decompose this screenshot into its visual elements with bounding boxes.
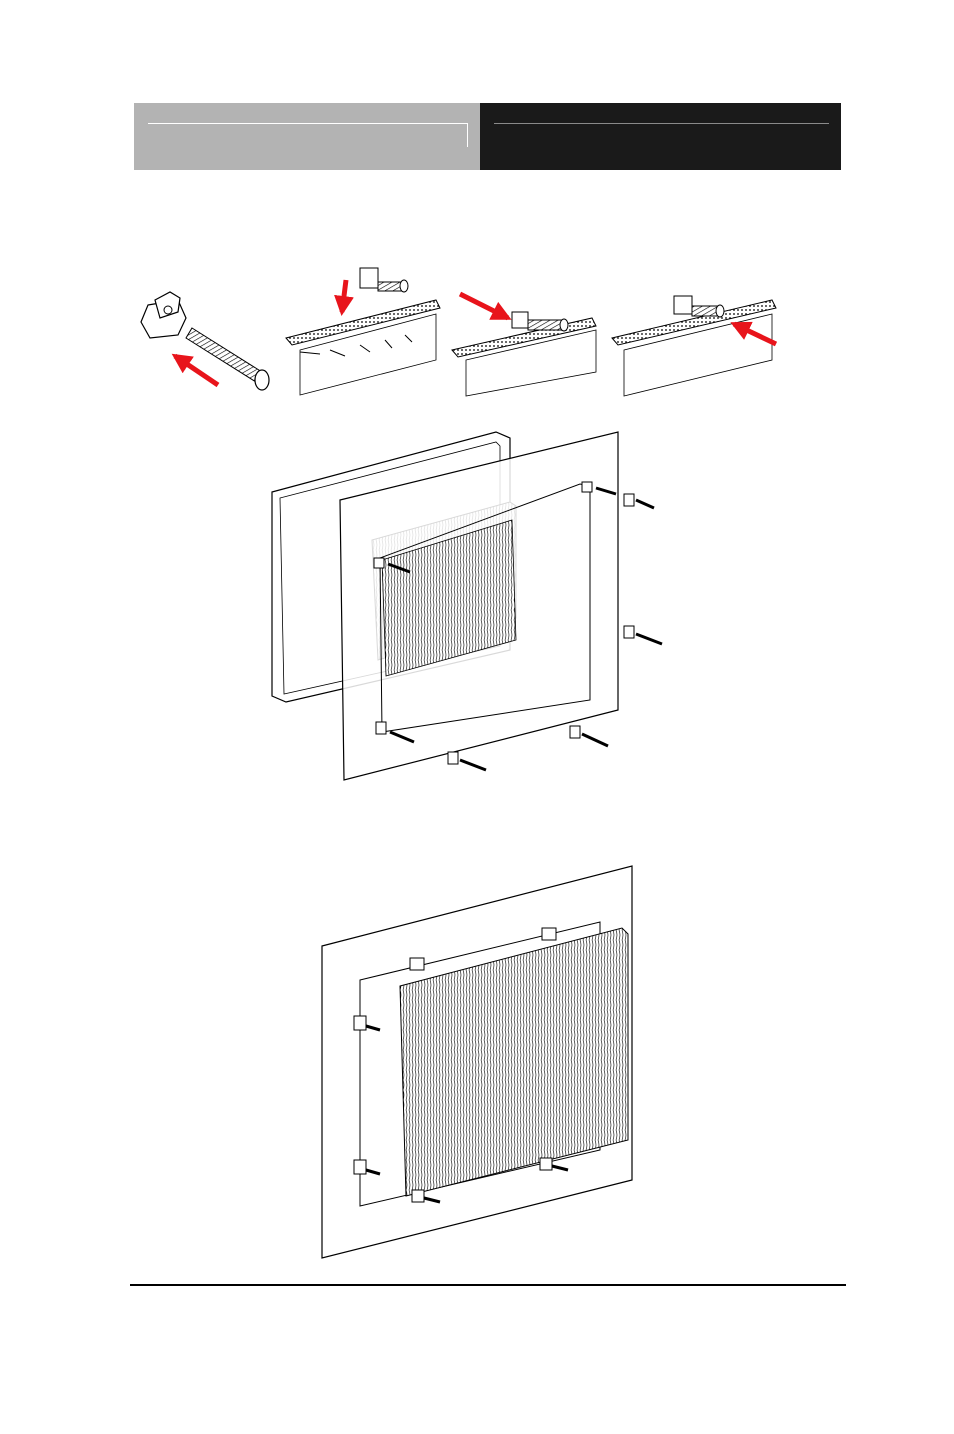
tighten-screw-step — [612, 296, 776, 396]
clip-screw-icon — [141, 292, 269, 390]
mounting-clip-and-screw — [141, 292, 269, 390]
clip-insert-icon — [286, 268, 440, 395]
slide-clip-step — [452, 294, 596, 396]
panel-mount-assembled-view — [322, 866, 632, 1258]
panel-exploded-icon — [272, 432, 662, 780]
clip-slide-icon — [452, 294, 596, 396]
panel-mount-exploded-view — [272, 432, 662, 780]
insert-clip-step — [286, 268, 440, 395]
footer-rule — [130, 1284, 846, 1286]
panel-assembled-icon — [322, 866, 632, 1258]
screw-tighten-icon — [612, 296, 776, 396]
